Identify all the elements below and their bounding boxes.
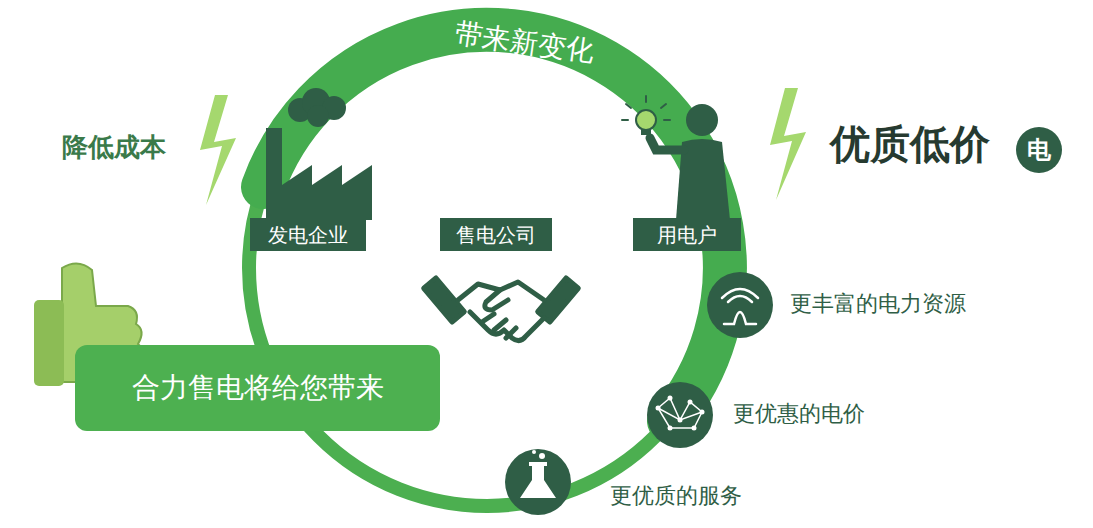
ring-title: 带来新变化	[453, 16, 596, 69]
service-icon	[505, 449, 571, 515]
node-text: 电	[1027, 136, 1051, 165]
benefit-item: 更优惠的电价	[733, 401, 865, 427]
banner-box: 合力售电将给您带来	[75, 345, 440, 431]
electric-circle: 电	[1016, 127, 1062, 173]
benefit-item: 更优质的服务	[610, 483, 742, 509]
node-text: 售电公司	[456, 223, 536, 247]
benefit-text: 降低成本	[62, 132, 166, 163]
consumer-box: 用电户	[633, 218, 741, 251]
handshake-icon	[424, 278, 579, 341]
person-icon	[622, 96, 730, 220]
lightning	[200, 95, 236, 205]
ring	[249, 30, 725, 506]
headline-text: 优质低价	[830, 120, 990, 168]
seller-box: 售电公司	[440, 218, 552, 251]
benefit-item: 更丰富的电力资源	[790, 291, 966, 317]
resource-icon	[707, 272, 773, 338]
node-text: 合力售电将给您带来	[132, 371, 384, 405]
factory-icon	[266, 88, 372, 220]
generator-box: 发电企业	[250, 218, 366, 251]
node-text: 用电户	[657, 223, 717, 247]
circle-shape	[1016, 127, 1062, 173]
node-text: 发电企业	[268, 223, 348, 247]
lightning	[770, 88, 806, 200]
price-icon	[647, 382, 713, 448]
